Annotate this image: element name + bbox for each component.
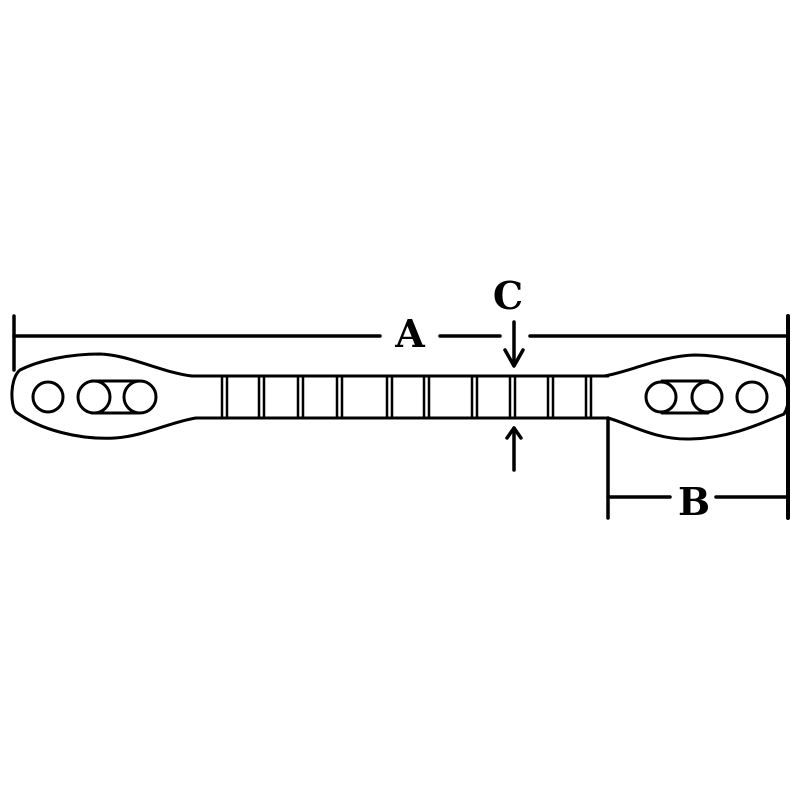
c-arrow-up-head-icon — [505, 426, 523, 440]
dimension-c-label: C — [492, 273, 524, 318]
left-end-lobe — [10, 352, 198, 440]
left-hole-inner-2 — [122, 379, 158, 415]
right-hole-inner-2 — [690, 380, 724, 414]
dimension-c — [503, 320, 525, 472]
right-end-lobe — [602, 353, 790, 441]
left-lobe-outline — [10, 352, 198, 440]
c-arrow-down-head-icon — [503, 348, 525, 368]
dimension-b — [606, 416, 790, 520]
dimension-a — [12, 314, 790, 520]
left-hole-inner-1 — [76, 379, 112, 415]
ribs — [220, 374, 593, 420]
right-lobe-outline — [602, 353, 790, 441]
dimension-b-label: B — [677, 479, 711, 524]
right-hole-inner-1 — [644, 380, 678, 414]
center-strap — [190, 374, 610, 420]
dimension-a-label: A — [395, 311, 425, 356]
right-hole-outer — [735, 380, 769, 414]
left-hole-outer — [31, 380, 65, 414]
